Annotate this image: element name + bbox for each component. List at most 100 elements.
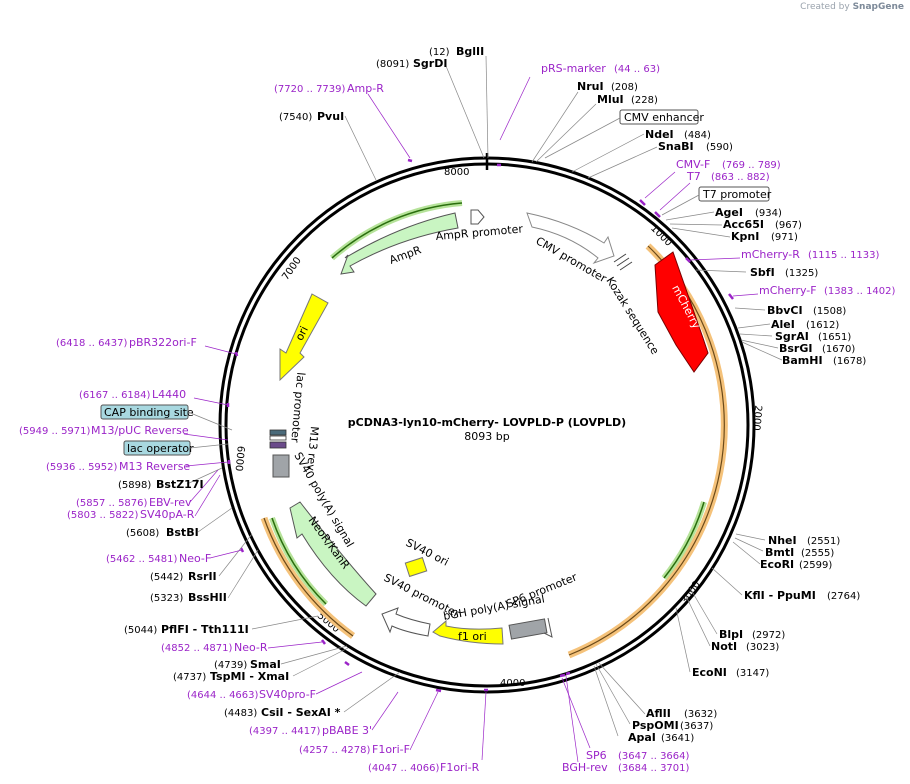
svg-text:T7: T7 xyxy=(686,170,701,183)
svg-text:SgrDI: SgrDI xyxy=(413,57,447,70)
svg-text:(5949 .. 5971): (5949 .. 5971) xyxy=(19,426,91,437)
svg-text:(769 .. 789): (769 .. 789) xyxy=(722,160,781,171)
svg-text:(4737): (4737) xyxy=(173,672,206,683)
svg-text:(228): (228) xyxy=(631,95,658,106)
feature-mcherry-arrow xyxy=(654,251,709,373)
site-econi: EcoNI(3147) xyxy=(692,666,769,679)
svg-text:(4483): (4483) xyxy=(224,708,257,719)
site-nrui: NruI(208) xyxy=(577,80,638,93)
snapgene-watermark: Created by SnapGene xyxy=(800,2,904,12)
tick-2000: 2000 xyxy=(750,405,763,431)
feature-ampr-promoter-arrow xyxy=(470,209,485,225)
svg-text:KflI - PpuMI: KflI - PpuMI xyxy=(744,589,816,602)
svg-text:(590): (590) xyxy=(706,142,733,153)
orf-neor-line xyxy=(263,517,354,637)
svg-text:PvuI: PvuI xyxy=(317,110,344,123)
primer-mcherry-r: mCherry-R(1115 .. 1133) xyxy=(741,248,880,261)
svg-text:M13/pUC Reverse: M13/pUC Reverse xyxy=(91,424,189,437)
site-bstz17i: (5898)BstZ17I xyxy=(118,478,204,491)
svg-text:(1678): (1678) xyxy=(833,356,866,367)
cap-label: CAP binding site xyxy=(104,406,194,419)
svg-text:(2551): (2551) xyxy=(807,536,840,547)
site-bsshii: (5323)BssHII xyxy=(150,591,227,604)
lac-operator-label: lac operator xyxy=(127,442,194,455)
feature-m13-box xyxy=(272,454,290,478)
svg-text:(4739): (4739) xyxy=(214,660,247,671)
orf-mcherry-line xyxy=(568,245,725,656)
svg-text:(3632): (3632) xyxy=(684,709,717,720)
label-lac-promoter: lac promoter xyxy=(288,372,307,444)
svg-text:(8091): (8091) xyxy=(376,59,409,70)
svg-text:AgeI: AgeI xyxy=(715,206,743,219)
site-tspmi-xmai: (4737)TspMI - XmaI xyxy=(173,670,289,683)
site-pspomi: PspOMI(3637) xyxy=(632,719,713,732)
svg-text:(6418 .. 6437): (6418 .. 6437) xyxy=(56,338,128,349)
feature-ori-arrow xyxy=(279,293,329,382)
feature-sp6-arrow xyxy=(543,617,553,638)
site-kfli-ppumi: KflI - PpuMI (2764) xyxy=(744,589,860,602)
svg-text:(1612): (1612) xyxy=(806,320,839,331)
label-ori: ori xyxy=(293,324,311,343)
site-bglii: (12)BglII xyxy=(429,45,484,58)
feature-lac-box-1 xyxy=(269,429,287,436)
svg-text:(863 .. 882): (863 .. 882) xyxy=(711,172,770,183)
svg-text:(1325): (1325) xyxy=(785,268,818,279)
svg-text:PspOMI: PspOMI xyxy=(632,719,679,732)
cmv-enhancer-box xyxy=(619,109,699,125)
svg-text:MluI: MluI xyxy=(597,93,624,106)
svg-text:(4257 .. 4278): (4257 .. 4278) xyxy=(299,745,371,756)
svg-text:(971): (971) xyxy=(771,232,798,243)
feature-sv40-promoter-arrow xyxy=(381,607,431,637)
svg-text:BamHI: BamHI xyxy=(782,354,823,367)
tick-4000: 4000 xyxy=(500,678,525,689)
svg-text:pBR322ori-F: pBR322ori-F xyxy=(129,336,197,349)
svg-text:(2764): (2764) xyxy=(827,591,860,602)
orf-mcherry-highlight xyxy=(567,243,728,659)
svg-text:NruI: NruI xyxy=(577,80,604,93)
site-blpi: BlpI(2972) xyxy=(719,628,785,641)
site-bmti: BmtI(2555) xyxy=(765,546,834,559)
leader-lines xyxy=(186,55,783,737)
primer-cmv-f: CMV-F(769 .. 789) xyxy=(676,158,781,171)
svg-text:SV40pro-F: SV40pro-F xyxy=(259,688,316,701)
primer-t7: T7 (863 .. 882) xyxy=(686,170,770,183)
svg-text:SgrAI: SgrAI xyxy=(775,330,809,343)
svg-text:F1ori-R: F1ori-R xyxy=(440,761,480,774)
feature-sv40-ori-box xyxy=(404,556,428,578)
svg-text:AflII: AflII xyxy=(646,707,671,720)
svg-text:(934): (934) xyxy=(755,208,782,219)
svg-text:EcoRI: EcoRI xyxy=(760,558,794,571)
t7-promoter-box xyxy=(698,186,770,202)
feature-bgh-box xyxy=(508,618,548,640)
feature-cmv-arrow xyxy=(526,212,615,265)
label-ampr: AmpR xyxy=(388,243,424,267)
snapgene-logo: SnapGene xyxy=(852,2,904,12)
svg-text:(3647 .. 3664): (3647 .. 3664) xyxy=(618,751,690,762)
site-rsrii: (5442)RsrII xyxy=(150,570,217,583)
svg-text:(2972): (2972) xyxy=(752,630,785,641)
svg-text:M13 Reverse: M13 Reverse xyxy=(119,460,190,473)
feature-lac-box-3 xyxy=(269,441,287,449)
site-csii-sexai: (4483)CsiI - SexAI * xyxy=(224,706,341,719)
svg-text:(2555): (2555) xyxy=(801,548,834,559)
primer-neo-r: (4852 .. 4871)Neo-R xyxy=(161,641,268,654)
svg-text:(1383 .. 1402): (1383 .. 1402) xyxy=(824,286,896,297)
primer-m13-puc-reverse: (5949 .. 5971)M13/pUC Reverse xyxy=(19,424,189,437)
svg-text:F1ori-F: F1ori-F xyxy=(372,743,410,756)
svg-text:Amp-R: Amp-R xyxy=(347,82,384,95)
svg-text:(3023): (3023) xyxy=(746,642,779,653)
svg-text:BsrGI: BsrGI xyxy=(779,342,812,355)
svg-text:(4644 .. 4663): (4644 .. 4663) xyxy=(187,690,259,701)
svg-text:(1115 .. 1133): (1115 .. 1133) xyxy=(808,250,880,261)
primer-f1ori-f: (4257 .. 4278)F1ori-F xyxy=(299,743,410,756)
site-alei: AleI(1612) xyxy=(771,318,839,331)
site-ecori: EcoRI(2599) xyxy=(760,558,832,571)
svg-text:(44 .. 63): (44 .. 63) xyxy=(614,64,660,75)
primer-bgh-rev: BGH-rev(3684 .. 3701) xyxy=(562,761,690,774)
svg-text:(5442): (5442) xyxy=(150,572,183,583)
tick-8000: 8000 xyxy=(444,167,469,178)
site-labels: (12)BglII (8091) SgrDI NruI(208) MluI (228… xyxy=(118,45,866,744)
label-m13-rev: M13 rev xyxy=(304,426,321,472)
plasmid-size: 8093 bp xyxy=(464,430,509,443)
